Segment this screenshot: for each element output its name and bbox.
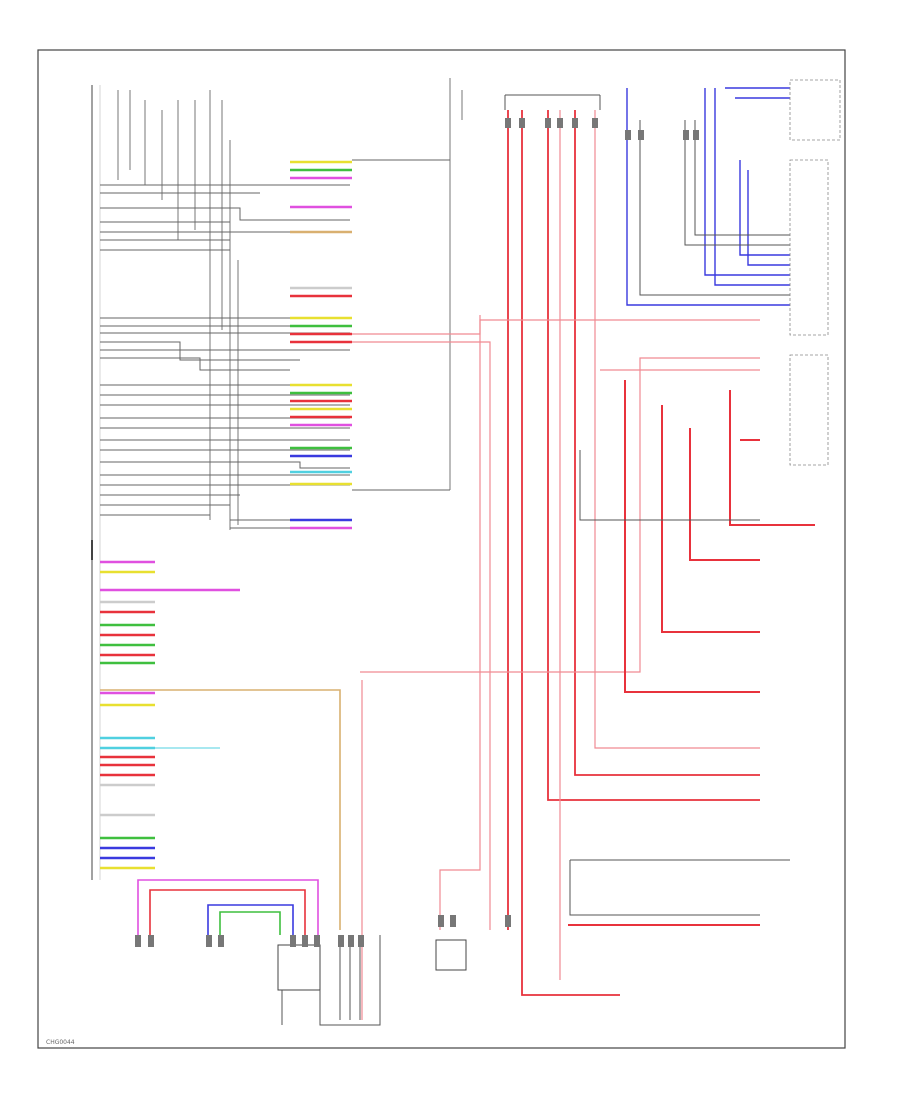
pink-harness: [352, 315, 760, 1020]
gray-bundles-right: [569, 120, 790, 916]
footer-code: CHG0044: [46, 1039, 75, 1046]
sensor-red-wires: [507, 110, 760, 996]
connector-pins: [135, 118, 699, 947]
sensor-group-bracket: [504, 94, 601, 110]
right-connector-boxes: [789, 79, 841, 466]
blue-bundles: [626, 87, 790, 306]
ecu-connector-column: [91, 85, 101, 880]
lower-left-color-stubs: [100, 560, 240, 870]
upper-harness: [100, 159, 450, 529]
diagram-frame: [37, 49, 846, 1049]
right-red-wires: [568, 380, 815, 926]
bottom-connectors: [137, 879, 467, 1026]
upper-feed-lines: [117, 78, 463, 530]
upper-color-stubs: [290, 160, 352, 530]
tan-wire: [100, 689, 341, 930]
